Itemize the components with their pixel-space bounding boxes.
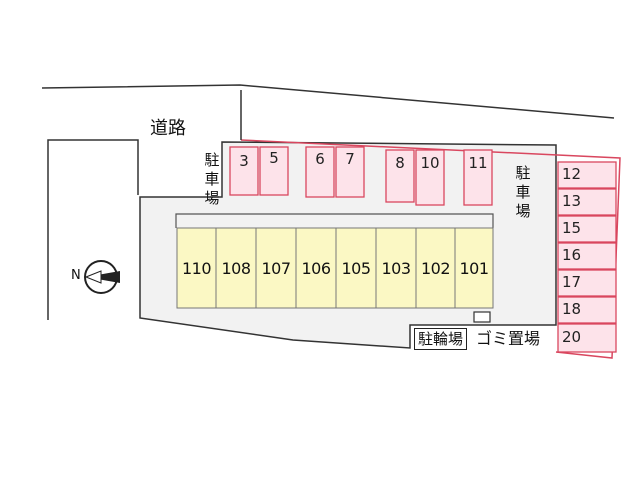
parking-stall <box>557 188 617 216</box>
building-balcony <box>175 213 494 228</box>
stall-number: 18 <box>562 300 582 318</box>
unit-number: 105 <box>341 259 371 278</box>
road-edge-left <box>47 139 139 320</box>
parking-stall <box>557 161 617 189</box>
stall-number: 8 <box>395 154 405 172</box>
unit-number: 103 <box>381 259 411 278</box>
stall-number: 12 <box>562 165 582 183</box>
apartment-unit <box>215 227 257 309</box>
apartment-unit <box>454 227 494 309</box>
stall-number: 10 <box>420 154 440 172</box>
garbage-station-icon <box>473 311 491 323</box>
parking-stall <box>557 269 617 297</box>
stall-number: 13 <box>562 192 582 210</box>
unit-number: 106 <box>301 259 331 278</box>
bicycle-parking-label: 駐輪場 <box>414 328 468 350</box>
unit-number: 101 <box>459 259 489 278</box>
stall-number: 15 <box>562 219 582 237</box>
parking-stall <box>259 146 289 196</box>
compass-icon <box>84 260 120 294</box>
unit-number: 108 <box>221 259 251 278</box>
parking-stall <box>229 146 259 196</box>
stall-number: 3 <box>239 152 249 170</box>
compass-north-label: N <box>71 268 81 283</box>
apartment-unit <box>415 227 456 309</box>
unit-number: 110 <box>181 259 212 278</box>
stall-number: 7 <box>345 150 355 168</box>
stall-number: 20 <box>562 328 582 346</box>
garbage-area-label: ゴミ置場 <box>476 329 541 348</box>
parking-stall <box>415 149 445 206</box>
stall-number: 17 <box>562 273 582 291</box>
parking-stall <box>557 296 617 324</box>
unit-number: 107 <box>261 259 291 278</box>
apartment-unit <box>255 227 297 309</box>
road-edge-top <box>41 84 615 119</box>
parking-stall <box>305 146 335 198</box>
parking-label-left: 駐車場 <box>204 151 220 207</box>
apartment-unit <box>335 227 377 309</box>
road-label: 道路 <box>150 118 186 139</box>
parking-stall <box>557 215 617 243</box>
apartment-unit <box>375 227 417 309</box>
parking-label-right: 駐車場 <box>515 164 531 220</box>
unit-number: 102 <box>420 259 451 278</box>
parking-stall <box>335 146 365 198</box>
parking-stall <box>557 323 617 353</box>
apartment-unit <box>176 227 217 309</box>
stall-number: 11 <box>468 154 488 172</box>
parking-stall <box>385 149 415 203</box>
apartment-unit <box>295 227 337 309</box>
parking-stall <box>557 242 617 270</box>
stall-number: 16 <box>562 246 582 264</box>
stall-number: 5 <box>269 149 279 167</box>
parking-stall <box>463 149 493 206</box>
stall-number: 6 <box>315 150 325 168</box>
